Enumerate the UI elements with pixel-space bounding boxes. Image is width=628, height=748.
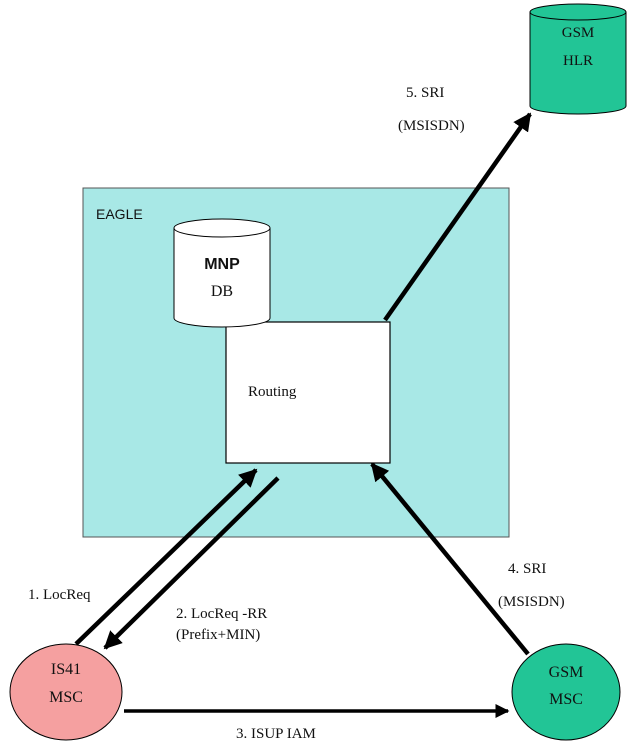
step-3-label: 3. ISUP IAM — [236, 726, 316, 742]
mnp-db-title: MNP — [204, 256, 240, 273]
step-2-sublabel: (Prefix+MIN) — [176, 627, 261, 643]
routing-label: Routing — [248, 384, 297, 400]
arrow-1-locreq — [74, 468, 258, 646]
arrow-4-sri — [370, 462, 530, 656]
arrow-5-sri — [383, 112, 532, 322]
step-5-sublabel: (MSISDN) — [398, 118, 465, 134]
step-2-label: 2. LocReq -RR — [176, 606, 268, 622]
gsm-msc-line1: GSM — [548, 664, 584, 681]
hlr-cylinder — [529, 3, 627, 115]
is41-msc-line2: MSC — [49, 689, 83, 706]
gsm-msc-node — [511, 643, 621, 741]
arrow-2-locreq-rr — [103, 476, 280, 650]
is41-msc-line1: IS41 — [50, 661, 82, 678]
is41-msc-node — [9, 643, 123, 741]
step-1-label: 1. LocReq — [28, 587, 91, 603]
mnp-db-cylinder — [173, 218, 271, 328]
step-4-sublabel: (MSISDN) — [498, 594, 565, 610]
mnp-db-subtitle: DB — [210, 283, 234, 300]
hlr-line2: HLR — [563, 53, 593, 69]
hlr-line1: GSM — [561, 25, 595, 41]
step-4-label: 4. SRI — [508, 561, 547, 577]
routing-box — [225, 321, 391, 464]
gsm-msc-line2: MSC — [549, 691, 583, 708]
eagle-label: EAGLE — [96, 206, 143, 222]
step-5-label: 5. SRI — [406, 85, 445, 101]
